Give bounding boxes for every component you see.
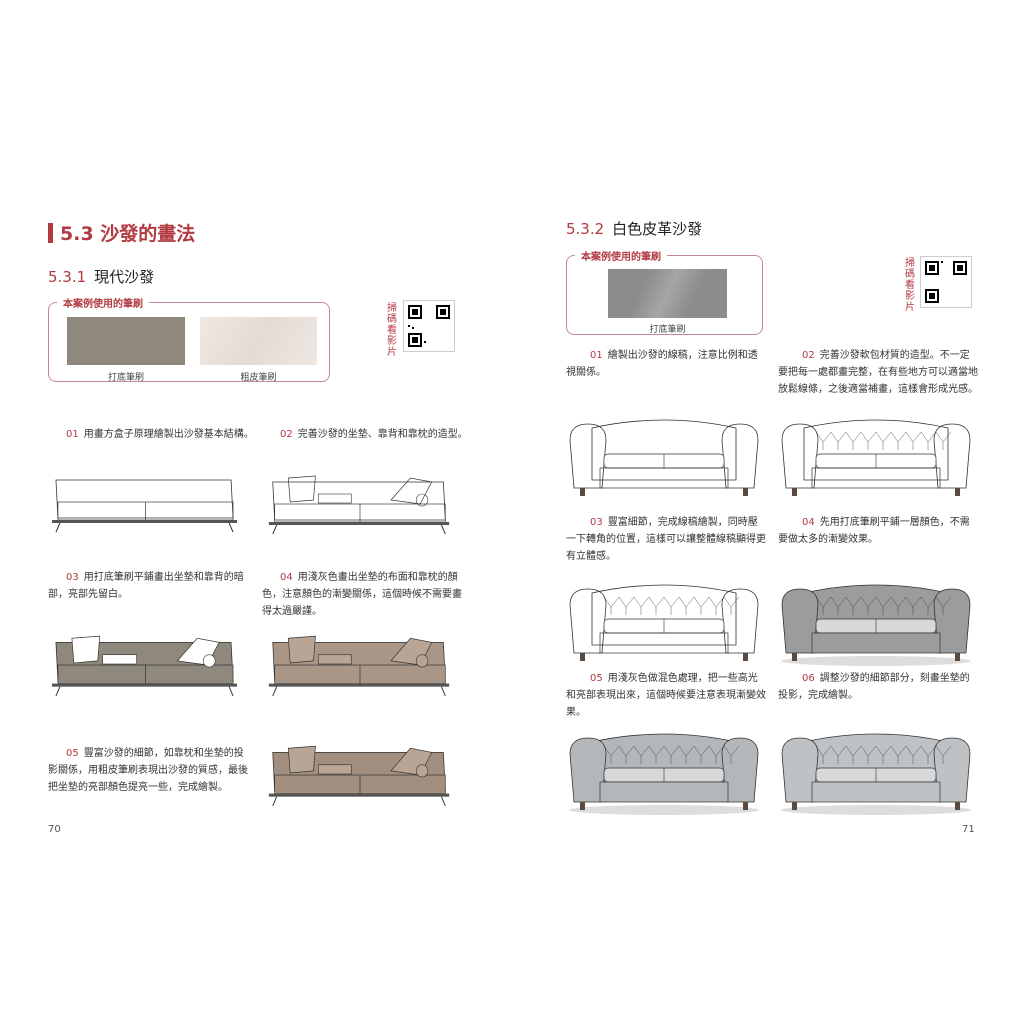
- sofa-base: [51, 520, 238, 523]
- qr-label: 掃碼看影片: [905, 258, 915, 313]
- chesterfield-sketch-step-02: [778, 410, 974, 502]
- subsection-title-modern-sofa: 5.3.1 現代沙發: [48, 266, 154, 287]
- pillow: [71, 635, 101, 664]
- qr-code[interactable]: [920, 256, 972, 308]
- pillow: [287, 475, 316, 503]
- brush-swatch-base: [67, 317, 185, 365]
- sofa-base: [268, 793, 450, 797]
- sofa-back: [591, 584, 737, 646]
- chesterfield-drawing-step-04: [778, 575, 974, 667]
- qr-code[interactable]: [403, 300, 455, 352]
- brush-swatch-base: [608, 269, 727, 318]
- sofa-arm: [569, 588, 607, 654]
- pillow: [287, 745, 316, 774]
- sofa-arm: [933, 588, 971, 654]
- sofa-arm: [781, 423, 819, 489]
- page-number: 71: [962, 824, 975, 835]
- sofa-base: [51, 683, 238, 687]
- sofa-arm: [721, 588, 759, 654]
- subsection-number: 5.3.1: [48, 268, 87, 286]
- chesterfield-drawing-step-06: [778, 724, 974, 816]
- sofa-drawing-step-05: [265, 740, 455, 808]
- sofa-arm: [721, 737, 759, 803]
- sofa-back: [55, 479, 234, 519]
- brush-label: 打底筆刷: [107, 373, 144, 383]
- sofa-arm: [781, 737, 819, 803]
- sofa-drawing-step-04: [265, 630, 455, 698]
- sofa-arm: [569, 423, 607, 489]
- sofa-base: [268, 522, 450, 525]
- section-title-text: 5.3 沙發的畫法: [60, 223, 196, 245]
- brush-swatch-rough: [200, 317, 317, 365]
- chesterfield-drawing-step-05: [566, 724, 762, 816]
- section-title: 5.3 沙發的畫法: [48, 219, 195, 246]
- sofa-base: [268, 683, 450, 687]
- sofa-sketch-step-01: [48, 468, 243, 534]
- sofa-arm: [933, 423, 971, 489]
- brush-box: 本案例使用的筆刷 打底筆刷 粗皮筆刷: [48, 295, 330, 383]
- sofa-back: [591, 419, 737, 481]
- brush-box: 本案例使用的筆刷 打底筆刷: [566, 248, 763, 335]
- sofa-arm: [781, 588, 819, 654]
- sofa-back: [803, 419, 949, 481]
- sofa-arm: [569, 737, 607, 803]
- sofa-drawing-step-03: [48, 630, 243, 698]
- brush-label: 粗皮筆刷: [240, 373, 277, 383]
- pillow: [287, 635, 316, 664]
- subsection-title-leather-sofa: 5.3.2 白色皮革沙發: [566, 218, 702, 239]
- sofa-arm: [933, 737, 971, 803]
- sofa-sketch-step-02: [265, 470, 455, 536]
- subsection-number: 5.3.2: [566, 220, 605, 238]
- brush-box-label: 本案例使用的筆刷: [57, 295, 149, 310]
- subsection-text: 白色皮革沙發: [612, 220, 703, 238]
- subsection-text: 現代沙發: [94, 268, 155, 286]
- brush-label: 打底筆刷: [649, 325, 686, 335]
- brush-box-label: 本案例使用的筆刷: [575, 248, 667, 263]
- qr-label: 掃碼看影片: [387, 303, 397, 358]
- page-number: 70: [48, 824, 61, 835]
- chesterfield-sketch-step-03: [566, 575, 762, 667]
- sofa-arm: [721, 423, 759, 489]
- chesterfield-sketch-step-01: [566, 410, 762, 502]
- pillow: [390, 477, 433, 505]
